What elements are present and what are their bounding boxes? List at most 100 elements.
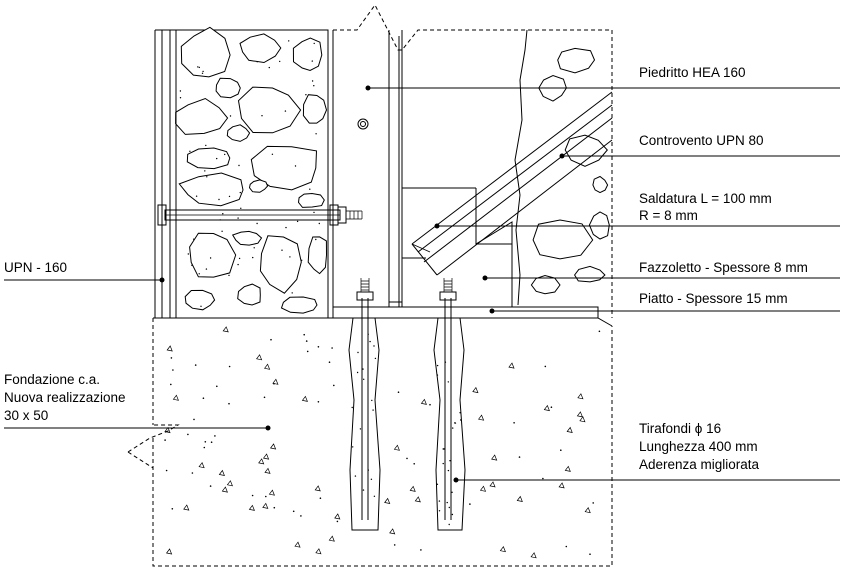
aggregate-dot [306, 350, 309, 353]
grout-dot [357, 351, 359, 354]
aggregate-dot [469, 503, 471, 505]
mortar-dot [202, 70, 204, 73]
stone [178, 172, 244, 207]
stone [231, 230, 263, 246]
aggregate-mark [579, 416, 586, 423]
label-tirafondi-2: Lunghezza 400 mm [639, 439, 758, 454]
aggregate-dot [209, 485, 212, 487]
aggregate-dot [193, 418, 195, 421]
stone [248, 179, 269, 193]
grout-dot [351, 406, 353, 409]
grout-dot [446, 501, 448, 504]
mortar-dot [311, 60, 313, 62]
upn-160-channel [154, 29, 334, 318]
aggregate-dot [214, 435, 216, 437]
stone [307, 236, 328, 275]
grout-dot [442, 448, 444, 450]
aggregate-dot [317, 346, 320, 348]
label-tirafondi-3: Aderenza migliorata [639, 457, 760, 472]
aggregate-dot [592, 502, 594, 504]
grout-dot [454, 422, 456, 424]
aggregate-mark [262, 502, 269, 509]
aggregate-dot [429, 403, 431, 406]
grout-dot [448, 523, 450, 526]
aggregate-mark [384, 497, 391, 504]
aggregate-mark [516, 495, 523, 502]
aggregate-mark [409, 485, 416, 492]
aggregate-dot [194, 364, 197, 366]
mortar-dot [294, 165, 297, 167]
aggregate-mark [472, 386, 479, 394]
aggregate-mark [489, 481, 496, 488]
label-piedritto: Piedritto HEA 160 [639, 65, 746, 80]
stone [530, 274, 561, 295]
aggregate-mark [263, 363, 271, 370]
grout-dot [436, 364, 439, 367]
stone [280, 296, 318, 314]
mortar-dot [285, 226, 287, 229]
grout-dot [367, 469, 369, 471]
aggregate-mark [255, 354, 263, 361]
aggregate-mark [264, 467, 271, 474]
stone [237, 283, 261, 306]
mortar-dot [195, 195, 198, 197]
mortar-dot [224, 153, 226, 156]
mortar-dot [206, 176, 208, 178]
grout-dot [374, 357, 377, 360]
label-tirafondi-1: Tirafondi ϕ 16 [639, 421, 721, 436]
stone [588, 211, 610, 240]
mortar-dot [228, 274, 230, 277]
stone [189, 232, 237, 278]
grout-dot [369, 340, 371, 343]
anchor-bolts [348, 278, 466, 531]
aggregate-mark [269, 443, 277, 450]
mortar-dot [200, 305, 202, 307]
mortar-dot [239, 191, 241, 194]
label-fazzoletto: Fazzoletto - Spessore 8 mm [639, 260, 808, 275]
aggregate-dot [210, 441, 213, 444]
aggregate-dot [518, 456, 521, 458]
aggregate-mark [543, 404, 550, 412]
stone [175, 97, 229, 135]
aggregate-dot [228, 402, 230, 405]
grout-dot [362, 368, 364, 370]
mortar-dot [237, 263, 239, 266]
stone [302, 94, 328, 124]
aggregate-dot [171, 508, 174, 510]
stone [239, 33, 282, 64]
aggregate-mark [508, 362, 515, 369]
aggregate-dot [263, 396, 266, 399]
stone [292, 37, 323, 72]
aggregate-dot [598, 330, 601, 333]
aggregate-mark [479, 485, 487, 492]
grout-dot [459, 412, 461, 414]
aggregate-dot [300, 515, 302, 517]
grout-dot [373, 345, 375, 347]
grout-dot [438, 510, 441, 512]
aggregate-mark [558, 482, 565, 489]
anchor-grout-hatch [351, 333, 462, 526]
mortar-dot [318, 222, 320, 225]
aggregate-mark [294, 541, 301, 548]
grout-dot [447, 381, 449, 383]
gusset-plate [475, 188, 513, 307]
stone [259, 235, 302, 294]
stone [226, 124, 251, 142]
mortar-dot [209, 257, 212, 259]
aggregate-dot [270, 338, 272, 341]
mortar-dot [301, 259, 303, 261]
stone [184, 289, 216, 311]
mortar-dot [311, 80, 314, 82]
grout-dot [370, 478, 373, 480]
label-saldatura-2: R = 8 mm [639, 208, 698, 223]
grout-dot [449, 460, 451, 462]
stone-infill [175, 26, 328, 314]
grout-dot [438, 500, 441, 502]
mortar-dot [252, 256, 254, 259]
aggregate-mark [272, 378, 279, 385]
mortar-dot [191, 264, 193, 266]
aggregate-mark [389, 528, 396, 535]
grout-dot [447, 469, 450, 472]
mortar-dot [222, 213, 224, 215]
aggregate-mark [314, 485, 321, 492]
